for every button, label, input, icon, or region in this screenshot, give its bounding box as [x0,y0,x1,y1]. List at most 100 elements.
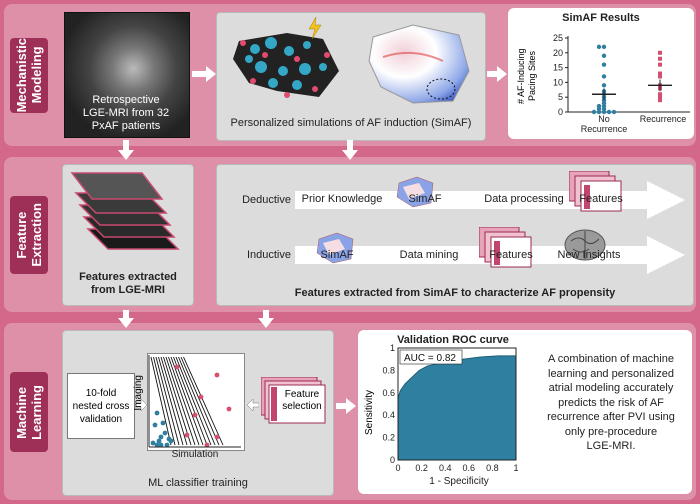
results-ytick-label: 5 [558,92,563,102]
results-title: SimAF Results [562,12,640,24]
arrow-simfeatures-down [258,310,274,328]
roc-xtick-label: 0.2 [415,463,428,473]
ml-point-red [198,394,204,400]
arrow-ml-to-roc [336,398,356,414]
decision-boundary-line [183,356,224,446]
arrow-sim-down [342,140,358,160]
mri-caption-line1: Retrospective [92,94,160,106]
inductive-atrium-icon [316,232,354,264]
inductive-step-2: Features [489,249,533,261]
deductive-step-0: Prior Knowledge [301,193,383,205]
deductive-step-3: Features [579,193,623,205]
arrow-fs-to-plot [247,399,259,411]
results-point [606,109,612,115]
roc-ytick-label: 0.8 [382,365,395,375]
decision-boundary-line [163,356,192,446]
ml-panel: 10-fold nested cross validation Imaging … [62,330,334,496]
roc-ytick-label: 0.4 [382,410,395,420]
decision-boundary-line [160,356,188,446]
simaf-features-caption: Features extracted from SimAF to charact… [294,287,616,299]
mri-features-caption: Features extracted from LGE-MRI [79,271,177,296]
deductive-atrium-icon [396,176,434,208]
ml-imaging-label: Imaging [133,375,144,411]
simaf-caption: Personalized simulations of AF induction… [230,117,472,129]
decision-boundary-line [168,356,200,446]
mri-stack-icon [70,172,180,250]
deductive-features-icon [569,171,622,212]
roc-curve [397,348,517,460]
results-point [658,50,662,55]
results-point [601,74,607,79]
mri-caption-line3: PxAF patients [91,120,161,132]
results-ytick-label: 20 [553,48,563,58]
results-point [658,71,662,76]
inductive-label: Inductive [246,249,291,261]
label-machine: Machine Learning [10,372,48,452]
results-group-1: Recurrence [639,114,687,124]
ml-point-blue [164,442,170,448]
ml-point-red [226,406,232,412]
decision-boundary-line [155,356,180,446]
ml-point-blue [152,422,158,428]
results-point [596,44,602,50]
ml-point-blue [160,420,166,426]
feature-selection-box: Feature selection [261,377,327,425]
roc-title: Validation ROC curve [397,334,509,346]
label-mechanistic: Mechanistic Modeling [10,38,48,113]
roc-area [398,348,516,460]
ml-point-blue [158,442,164,448]
decision-boundary-line [175,356,212,446]
ml-point-red [174,364,180,370]
results-point [658,95,662,100]
deductive-step-1: SimAF [408,193,442,205]
deductive-step-2: Data processing [484,193,564,205]
label-mechanistic-text: Mechanistic Modeling [14,38,44,113]
roc-xtick-label: 0 [395,463,400,473]
ml-point-red [184,432,190,438]
brain-icon [564,229,606,261]
deductive-label: Deductive [242,194,291,206]
simaf-features-panel: Deductive Prior Knowledge SimAF Data pro… [216,164,694,306]
feature-selection-text: Feature selection [282,389,322,412]
ml-scatter-plot [148,355,241,448]
lightning-icon [308,17,322,39]
mri-caption: Retrospective LGE-MRI from 32 PxAF patie… [64,94,188,133]
ml-point-blue [158,434,164,440]
results-point [601,62,607,67]
ml-caption: ML classifier training [148,477,248,489]
ml-point-blue [154,442,160,448]
results-point [658,98,662,103]
decision-boundary-line [165,356,196,446]
ml-point-red [204,442,210,448]
cv-box: 10-fold nested cross validation [67,373,135,439]
atrium-model-right [368,24,470,104]
decision-boundary-line [150,356,172,446]
results-point [601,83,607,88]
ml-point-blue [156,438,162,444]
results-point [658,92,662,97]
roc-frame [397,347,517,461]
results-point [611,109,617,115]
results-point [596,109,602,115]
label-machine-text: Machine Learning [14,384,44,440]
arrow-sim-to-results [487,66,507,82]
roc-xtick-label: 0.8 [486,463,499,473]
mri-image [64,12,190,138]
ml-point-red [214,372,220,378]
roc-ytick-label: 1 [390,343,395,353]
ml-simulation-label: Simulation [171,449,219,460]
results-panel: SimAF Results # AF-Inducing Pacing Sites… [508,8,694,139]
results-point [658,56,662,61]
arrow-mri-down [118,140,134,160]
results-ytick-label: 10 [553,77,563,87]
inductive-step-3: New Insights [557,249,621,261]
arrow-features-down [118,310,134,328]
ml-point-blue [168,438,174,444]
decision-boundary-line [180,356,220,446]
ml-point-blue [154,410,160,416]
mri-features-panel: Features extracted from LGE-MRI [62,164,194,306]
conclusion-text: A combination of machine learning and pe… [547,353,675,452]
simaf-panel: Personalized simulations of AF induction… [216,12,486,141]
